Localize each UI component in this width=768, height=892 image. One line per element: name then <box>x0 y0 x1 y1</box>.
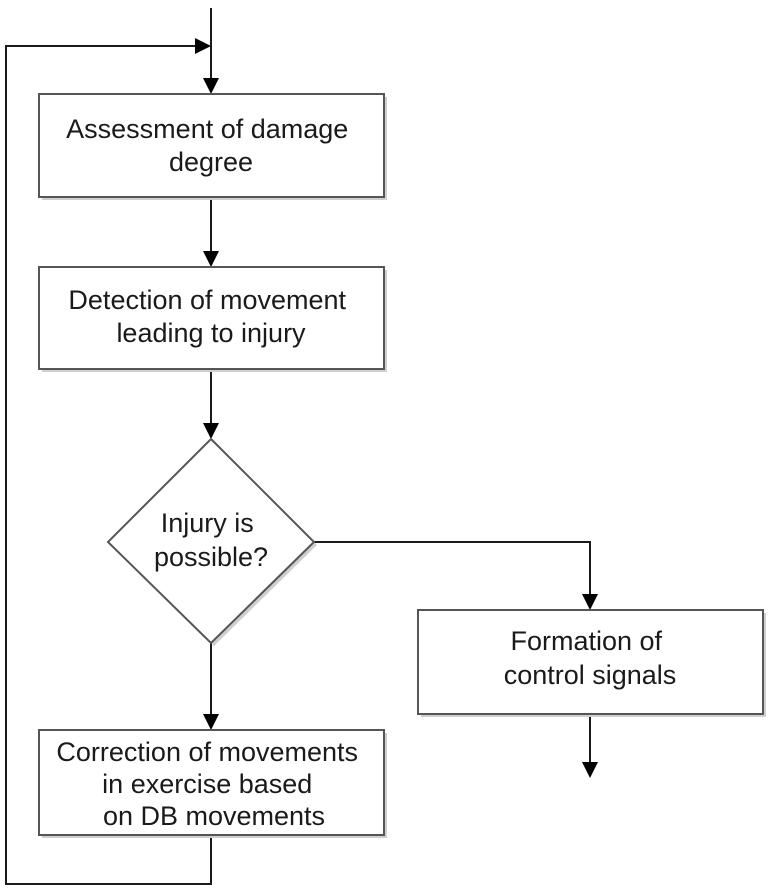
process-box <box>38 93 385 198</box>
node-correction: Correction of movements in exercise base… <box>38 729 387 838</box>
connectors <box>5 8 598 885</box>
arrowhead-formation <box>582 594 598 610</box>
arrowhead-loop <box>195 38 211 54</box>
node-decision: Injury is possible? <box>106 437 317 646</box>
node-detection: Detection of movement leading to injury <box>38 266 387 372</box>
edge-loop-back <box>5 45 212 885</box>
edge-decision-to-formation <box>314 541 591 596</box>
node-label: Formation of control signals <box>504 626 677 690</box>
label-line: Assessment of damage <box>66 114 348 144</box>
node-label: Correction of movements in exercise base… <box>56 737 365 831</box>
label-line: leading to injury <box>116 318 306 348</box>
node-label: Detection of movement leading to injury <box>68 285 353 348</box>
node-formation: Formation of control signals <box>417 609 766 717</box>
label-line: in exercise based <box>102 769 312 799</box>
arrowhead-exit <box>582 762 598 778</box>
label-line: Correction of movements <box>56 737 358 767</box>
decision-diamond <box>106 437 316 645</box>
process-box <box>38 729 385 836</box>
process-box <box>38 266 385 370</box>
arrowhead-entry <box>203 78 219 94</box>
arrowhead-decision <box>203 423 219 439</box>
label-line: Injury is <box>161 508 254 538</box>
label-line: Formation of <box>510 626 662 656</box>
arrowhead-correction <box>203 714 219 730</box>
process-box <box>417 609 764 715</box>
node-label: Assessment of damage degree <box>66 114 356 177</box>
node-label: Injury is possible? <box>154 508 268 572</box>
label-line: Detection of movement <box>68 285 346 315</box>
label-line: degree <box>169 147 253 177</box>
label-line: on DB movements <box>103 801 325 831</box>
arrowhead-detection <box>203 251 219 267</box>
node-assessment: Assessment of damage degree <box>38 93 387 200</box>
label-line: possible? <box>154 542 268 572</box>
label-line: control signals <box>504 660 677 690</box>
